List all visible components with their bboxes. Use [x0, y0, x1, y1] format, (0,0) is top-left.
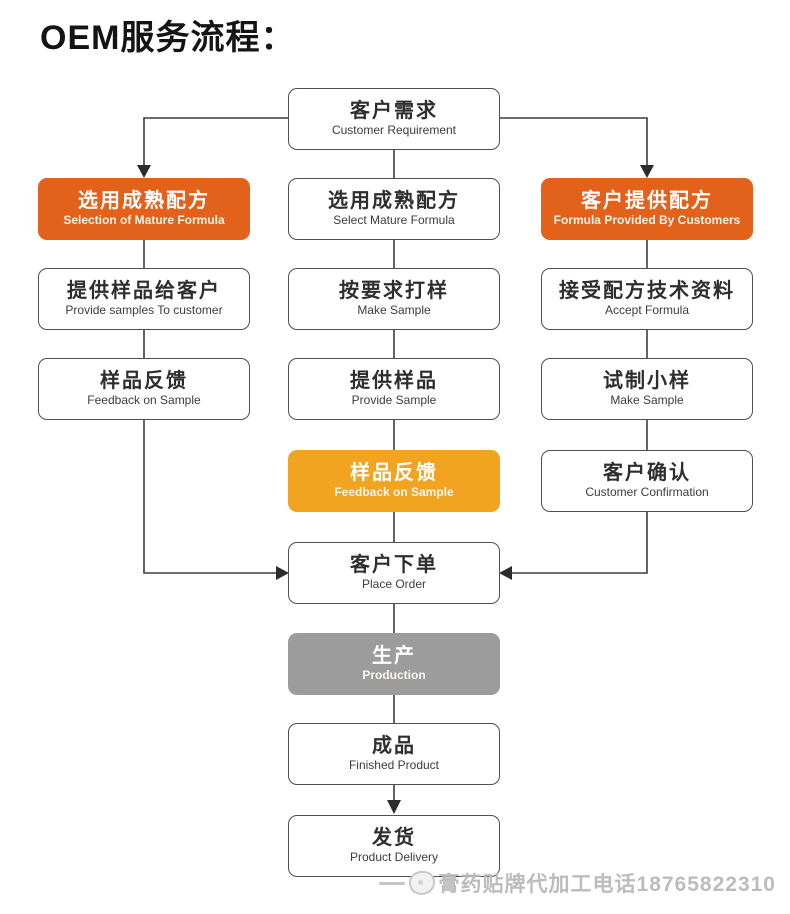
node-label-zh: 按要求打样 — [339, 280, 449, 303]
node-product-delivery: 发货 Product Delivery — [288, 815, 500, 877]
node-provide-samples-to-customer: 提供样品给客户 Provide samples To customer — [38, 268, 250, 330]
node-label-zh: 发货 — [372, 827, 416, 850]
node-finished-product: 成品 Finished Product — [288, 723, 500, 785]
node-label-en: Formula Provided By Customers — [553, 213, 741, 228]
node-label-zh: 样品反馈 — [350, 462, 438, 485]
node-provide-sample: 提供样品 Provide Sample — [288, 358, 500, 420]
node-label-en: Provide samples To customer — [65, 303, 223, 318]
node-label-zh: 选用成熟配方 — [328, 190, 460, 213]
arrowhead-down-delivery — [387, 800, 401, 814]
node-label-en: Selection of Mature Formula — [63, 213, 225, 228]
node-production: 生产 Production — [288, 633, 500, 695]
watermark-logo-icon — [408, 871, 435, 895]
node-label-en: Product Delivery — [349, 850, 439, 865]
node-label-zh: 客户提供配方 — [581, 190, 713, 213]
watermark-dash-icon — [378, 881, 405, 885]
arrowhead-down-left — [137, 165, 151, 178]
node-accept-formula: 接受配方技术资料 Accept Formula — [541, 268, 753, 330]
node-label-en: Feedback on Sample — [87, 393, 201, 408]
node-label-zh: 试制小样 — [603, 370, 691, 393]
node-customer-confirmation: 客户确认 Customer Confirmation — [541, 450, 753, 512]
node-label-zh: 样品反馈 — [100, 370, 188, 393]
node-label-en: Make Sample — [357, 303, 431, 318]
node-label-en: Accept Formula — [604, 303, 690, 318]
node-label-zh: 提供样品 — [350, 370, 438, 393]
node-label-en: Customer Requirement — [331, 123, 457, 138]
node-label-zh: 提供样品给客户 — [67, 280, 221, 303]
node-make-sample-center: 按要求打样 Make Sample — [288, 268, 500, 330]
node-label-en: Provide Sample — [351, 393, 437, 408]
node-label-zh: 客户下单 — [350, 554, 438, 577]
node-customer-requirement: 客户需求 Customer Requirement — [288, 88, 500, 150]
node-label-en: Customer Confirmation — [585, 485, 709, 500]
node-label-zh: 生产 — [372, 645, 416, 668]
node-label-zh: 选用成熟配方 — [78, 190, 210, 213]
arrowhead-left-into-order — [499, 566, 512, 580]
node-selection-mature-formula: 选用成熟配方 Selection of Mature Formula — [38, 178, 250, 240]
node-label-en: Finished Product — [348, 758, 440, 773]
arrowhead-down-right — [640, 165, 654, 178]
node-feedback-on-sample-center: 样品反馈 Feedback on Sample — [288, 450, 500, 512]
node-feedback-on-sample-left: 样品反馈 Feedback on Sample — [38, 358, 250, 420]
node-label-en: Place Order — [361, 577, 427, 592]
watermark: 膏药贴牌代加工电话18765822310 — [378, 868, 776, 898]
node-label-zh: 成品 — [372, 735, 416, 758]
node-formula-provided-by-customers: 客户提供配方 Formula Provided By Customers — [541, 178, 753, 240]
node-place-order: 客户下单 Place Order — [288, 542, 500, 604]
watermark-text: 膏药贴牌代加工电话18765822310 — [438, 873, 776, 896]
node-label-en: Production — [362, 668, 426, 683]
page-title: OEM服务流程： — [40, 19, 296, 57]
node-label-en: Feedback on Sample — [334, 485, 454, 500]
node-label-en: Select Mature Formula — [333, 213, 455, 228]
node-select-mature-formula: 选用成熟配方 Select Mature Formula — [288, 178, 500, 240]
arrowhead-right-into-order — [276, 566, 289, 580]
node-label-zh: 客户确认 — [603, 462, 691, 485]
node-label-zh: 客户需求 — [350, 100, 438, 123]
node-label-en: Make Sample — [610, 393, 684, 408]
node-make-sample-right: 试制小样 Make Sample — [541, 358, 753, 420]
node-label-zh: 接受配方技术资料 — [559, 280, 735, 303]
